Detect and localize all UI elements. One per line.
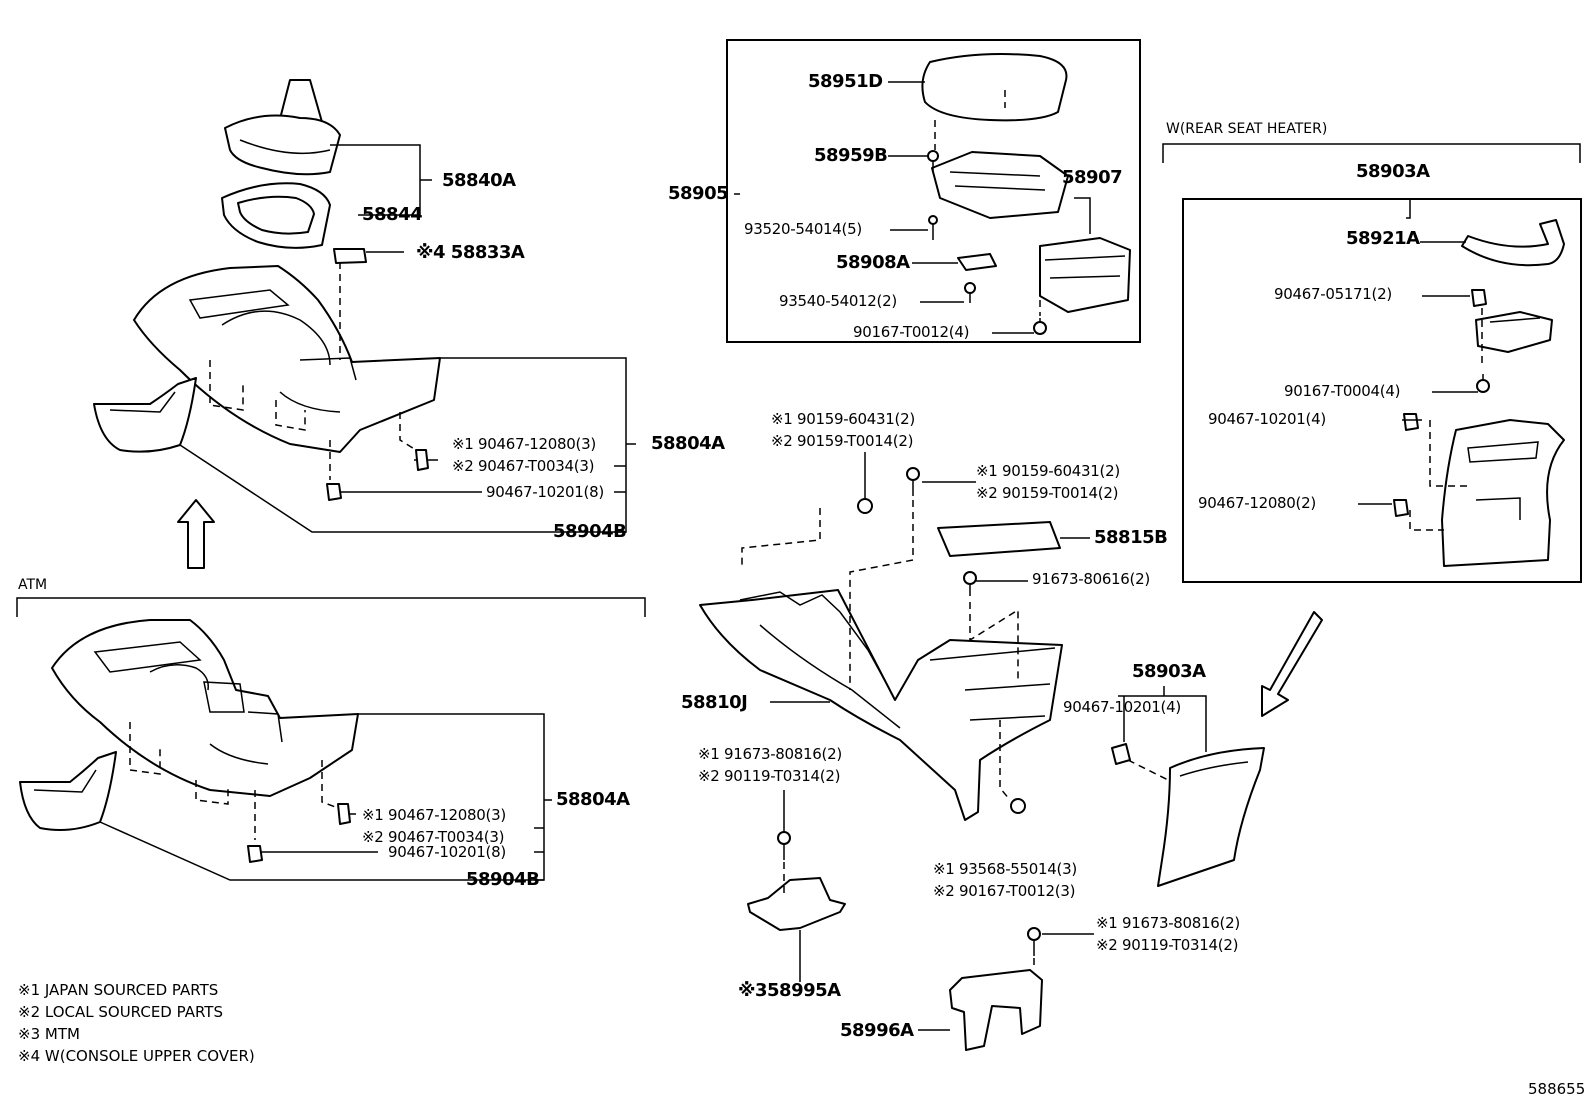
atm-bracket xyxy=(16,597,646,617)
shift-boot-part xyxy=(224,79,341,176)
screw-93520 xyxy=(928,215,938,240)
label-58951D: 58951D xyxy=(808,71,883,92)
armrest-group-box xyxy=(726,39,1141,343)
note-japan-sourced: ※1 JAPAN SOURCED PARTS xyxy=(18,981,219,999)
trim-58921A-part xyxy=(1461,219,1565,267)
label-90467-10201-box: 90467-10201(4) xyxy=(1208,410,1326,428)
label-58804A-bot: 58804A xyxy=(556,789,630,810)
screw-93540 xyxy=(964,282,976,303)
upper-cover-clip xyxy=(333,248,367,264)
label-90467-05171: 90467-05171(2) xyxy=(1274,285,1392,303)
hinge-plate-part xyxy=(957,253,997,271)
clip-10201-out xyxy=(1111,743,1131,765)
label-91673-80816-b: ※1 91673-80816(2) xyxy=(1096,914,1240,932)
label-58908A: 58908A xyxy=(836,252,910,273)
screw-91673-80816-b xyxy=(1027,927,1041,956)
label-90467-12080-2: 90467-12080(2) xyxy=(1198,494,1316,512)
rear-panel-box-part xyxy=(1441,419,1565,567)
clip-12080-atm xyxy=(337,803,351,825)
label-58810J: 58810J xyxy=(681,692,748,713)
label-90159-60431-b: ※1 90159-60431(2) xyxy=(976,462,1120,480)
clip-10201-atm xyxy=(247,845,263,863)
heater-switch-part xyxy=(1475,311,1553,353)
rear-panel-58903A-part xyxy=(1157,747,1265,887)
label-90467-10201-out: 90467-10201(4) xyxy=(1063,698,1181,716)
label-91673-80816-a: ※1 91673-80816(2) xyxy=(698,745,842,763)
label-atm: ATM xyxy=(18,577,48,593)
label-90167-T0012-4: 90167-T0012(4) xyxy=(853,323,970,341)
bracket-58996A-part xyxy=(949,969,1043,1051)
label-58996A: 58996A xyxy=(840,1020,914,1041)
figure-id: 588655 xyxy=(1528,1080,1586,1098)
shift-bezel-part xyxy=(221,182,331,249)
label-93540-54012: 93540-54012(2) xyxy=(779,292,897,310)
armrest-hinge-part xyxy=(931,151,1069,219)
clip-10201-box xyxy=(1403,413,1419,431)
label-58840A: 58840A xyxy=(442,170,516,191)
armrest-lid-part xyxy=(921,53,1068,122)
note-local-sourced: ※2 LOCAL SOURCED PARTS xyxy=(18,1003,223,1021)
label-90467-10201-bot: 90467-10201(8) xyxy=(388,843,506,861)
clip-05171 xyxy=(1471,289,1487,307)
label-58815B: 58815B xyxy=(1094,527,1168,548)
console-top-part xyxy=(133,265,441,453)
label-58959B: 58959B xyxy=(814,145,888,166)
label-90119-T0314-b: ※2 90119-T0314(2) xyxy=(1096,936,1239,954)
up-arrow-icon xyxy=(177,499,215,569)
screw-90159-b xyxy=(906,467,920,496)
label-58905: 58905 xyxy=(668,183,729,204)
label-90167-T0004: 90167-T0004(4) xyxy=(1284,382,1401,400)
screw-91673-80616 xyxy=(963,571,977,596)
label-90167-T0012-3: ※2 90167-T0012(3) xyxy=(933,882,1076,900)
label-90159-60431-a: ※1 90159-60431(2) xyxy=(771,410,915,428)
label-90467-T0034-top: ※2 90467-T0034(3) xyxy=(452,457,595,475)
screw-T0004 xyxy=(1476,374,1490,393)
label-rear-seat-heater: W(REAR SEAT HEATER) xyxy=(1166,121,1328,137)
label-58833A: ※4 58833A xyxy=(416,242,525,263)
screw-93568 xyxy=(1010,798,1026,814)
center-console-part xyxy=(699,589,1063,821)
label-90467-10201-top: 90467-10201(8) xyxy=(486,483,604,501)
diagonal-arrow-icon xyxy=(1261,611,1323,717)
label-58907: 58907 xyxy=(1062,167,1123,188)
rear-pocket-atm-part xyxy=(19,751,117,831)
bracket-58995A-part xyxy=(747,877,846,931)
storage-box-part xyxy=(1039,237,1131,313)
rear-pocket-part xyxy=(93,377,197,453)
label-90467-12080-bot: ※1 90467-12080(3) xyxy=(362,806,506,824)
rear-seat-heater-box xyxy=(1182,198,1582,583)
label-58921A: 58921A xyxy=(1346,228,1420,249)
label-91673-80616: 91673-80616(2) xyxy=(1032,570,1150,588)
label-90119-T0314-a: ※2 90119-T0314(2) xyxy=(698,767,841,785)
console-atm-part xyxy=(51,619,359,797)
label-58903A-out: 58903A xyxy=(1132,661,1206,682)
screw-58959B xyxy=(927,150,939,172)
screw-90159-a xyxy=(857,498,873,514)
label-90467-12080-top: ※1 90467-12080(3) xyxy=(452,435,596,453)
label-58903A-box: 58903A xyxy=(1356,161,1430,182)
note-console-upper-cover: ※4 W(CONSOLE UPPER COVER) xyxy=(18,1047,255,1065)
label-90159-T0014-a: ※2 90159-T0014(2) xyxy=(771,432,914,450)
label-58804A-top: 58804A xyxy=(651,433,725,454)
label-58904B-bot: 58904B xyxy=(466,869,540,890)
label-58904B-top: 58904B xyxy=(553,521,627,542)
screw-90167-T0012-4 xyxy=(1033,318,1047,335)
screw-91673-80816-a xyxy=(777,831,791,860)
clip-10201-top xyxy=(326,483,342,501)
rear-heater-bracket xyxy=(1162,143,1581,163)
label-58844: 58844 xyxy=(362,204,423,225)
clip-12080-top xyxy=(415,449,429,471)
label-90159-T0014-b: ※2 90159-T0014(2) xyxy=(976,484,1119,502)
note-mtm: ※3 MTM xyxy=(18,1025,80,1043)
mat-58815B-part xyxy=(937,521,1061,557)
label-93520-54014: 93520-54014(5) xyxy=(744,220,862,238)
label-90467-T0034-bot: ※2 90467-T0034(3) xyxy=(362,828,505,846)
label-93568-55014: ※1 93568-55014(3) xyxy=(933,860,1077,878)
clip-12080-box xyxy=(1393,499,1409,517)
label-58995A: ※358995A xyxy=(738,980,841,1001)
